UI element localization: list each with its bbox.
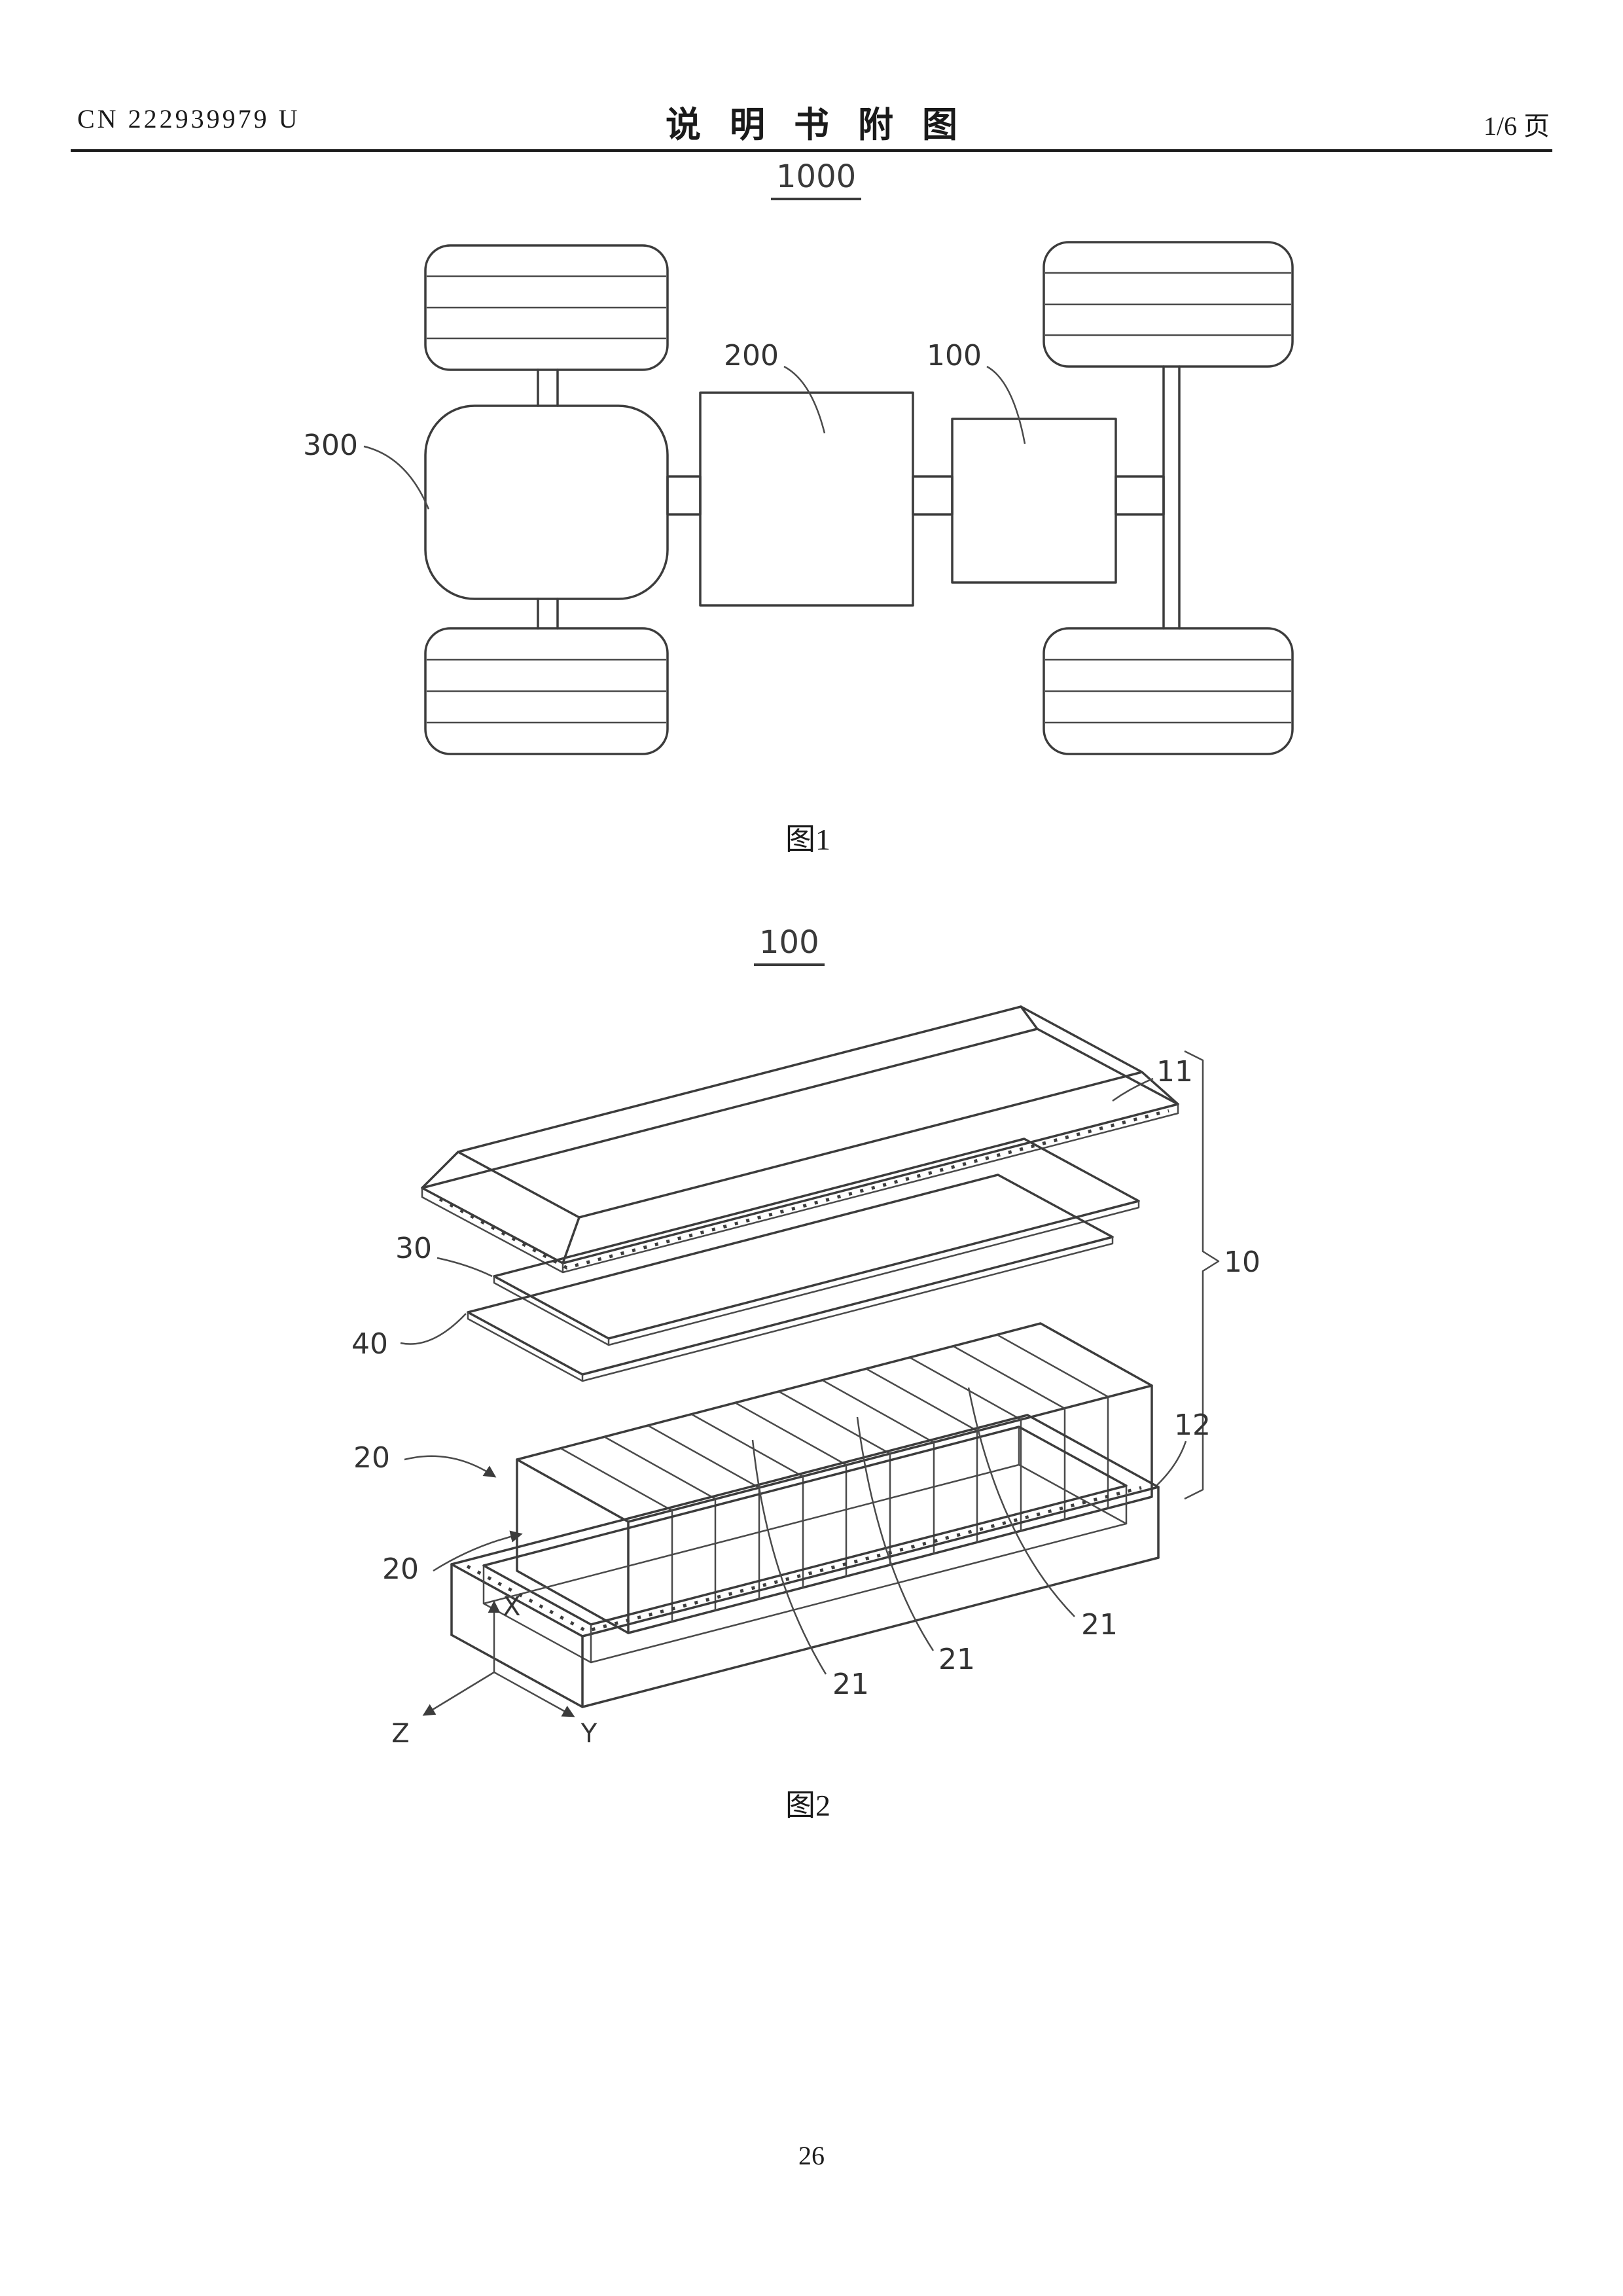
wheel-front-right (1043, 241, 1294, 368)
left-axle (537, 368, 559, 630)
axis-x-label: X (503, 1592, 520, 1622)
wheel-rear-left (424, 627, 669, 755)
unit-100-outline (951, 418, 1117, 584)
wheel-front-left (424, 244, 669, 371)
lower-tray (450, 1414, 1160, 1708)
leader-21-b (856, 1416, 935, 1651)
page-number: 26 (798, 2141, 825, 2170)
wheel-rear-right (1043, 627, 1294, 755)
figure2-drawing: 10 11 30 40 (351, 1005, 1260, 1749)
header-rule (71, 149, 1552, 152)
coupling-200-100 (912, 475, 954, 516)
right-axle (1162, 365, 1181, 630)
cover-flange-dots (438, 1109, 1169, 1270)
ref-label-20-upper: 20 (353, 1441, 390, 1475)
ref-label-12: 12 (1174, 1408, 1211, 1442)
assembly-bracket (1184, 1050, 1220, 1500)
coupling-motor-200 (666, 475, 702, 516)
page-indicator: 1/6 页 (1483, 111, 1550, 141)
sheet-30 (493, 1138, 1140, 1346)
leader-200 (783, 365, 826, 434)
arrow-20-upper (404, 1455, 497, 1478)
axis-y-label: Y (580, 1719, 597, 1749)
ref-label-21-b: 21 (938, 1643, 975, 1676)
ref-label-200: 200 (724, 339, 779, 372)
leader-12 (1156, 1441, 1187, 1486)
ref-label-30: 30 (395, 1232, 432, 1265)
coupling-100-axle (1115, 475, 1165, 516)
ref-label-300: 300 (303, 429, 358, 462)
unit-200-outline (699, 391, 914, 607)
figure2-number: 100 (754, 924, 825, 966)
leader-40 (400, 1313, 467, 1345)
leader-21-a (751, 1439, 827, 1675)
ref-label-40: 40 (351, 1327, 388, 1361)
leader-300 (363, 445, 430, 510)
ref-label-100: 100 (927, 339, 982, 372)
ref-label-20-lower: 20 (382, 1552, 419, 1586)
leader-11 (1112, 1077, 1154, 1102)
leader-30 (437, 1257, 493, 1278)
axis-z-label: Z (391, 1719, 409, 1749)
coordinate-axes: X Y Z (391, 1592, 597, 1749)
battery-module (516, 1322, 1153, 1634)
motor-300-outline (424, 404, 669, 600)
figure1-drawing: 300 200 100 (303, 241, 1294, 755)
top-cover (421, 1005, 1179, 1274)
ref-label-21-a: 21 (832, 1668, 869, 1701)
cell-division-lines (560, 1333, 1109, 1622)
ref-label-11: 11 (1156, 1055, 1193, 1088)
page-title: 说明书附图 (666, 104, 986, 145)
leader-21-c (967, 1387, 1075, 1617)
document-number: CN 222939979 U (77, 104, 300, 134)
sheet-40 (467, 1174, 1114, 1382)
figure1-caption: 图1 (785, 823, 830, 856)
figure1-number: 1000 (771, 158, 862, 200)
arrow-20-lower (433, 1530, 523, 1572)
ref-label-10: 10 (1224, 1246, 1260, 1279)
ref-label-21-c: 21 (1081, 1608, 1118, 1641)
leader-100 (986, 365, 1026, 444)
figure2-caption: 图2 (785, 1789, 830, 1822)
